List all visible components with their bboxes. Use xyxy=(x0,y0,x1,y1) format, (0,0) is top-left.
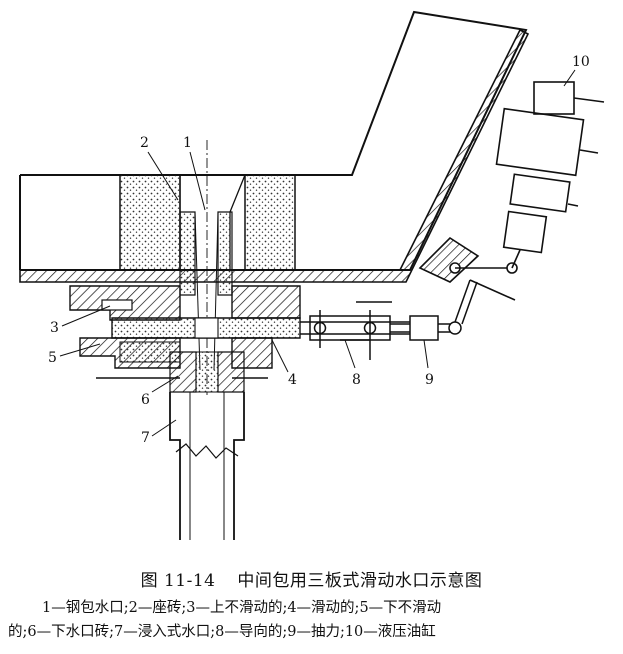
lower-nozzle-brick xyxy=(169,351,245,393)
tundish-bottom-plate xyxy=(19,28,530,283)
label-7: 7 xyxy=(141,430,150,446)
label-6: 6 xyxy=(141,392,150,408)
seat-brick xyxy=(119,174,296,271)
legend-line-1: 1—钢包水口;2—座砖;3—上不滑动的;4—滑动的;5—下不滑动 xyxy=(42,600,442,616)
legend-line-2: 的;6—下水口砖;7—浸入式水口;8—导向的;9—抽力;10—液压油缸 xyxy=(8,624,436,640)
label-1: 1 xyxy=(183,135,192,151)
label-5: 5 xyxy=(48,350,57,366)
lever-bracket xyxy=(418,236,518,301)
pull-rod xyxy=(390,279,478,341)
guide-assembly xyxy=(309,301,392,360)
figure-caption: 图 11-14 中间包用三板式滑动水口示意图 xyxy=(0,566,623,591)
sliding-plate xyxy=(111,317,430,339)
upper-stationary-plate xyxy=(69,285,301,321)
label-3: 3 xyxy=(50,320,59,336)
callouts xyxy=(59,69,576,437)
label-8: 8 xyxy=(352,372,361,388)
label-4: 4 xyxy=(288,372,297,388)
slide-gate-diagram: 1 2 3 4 5 6 7 8 9 10 xyxy=(19,10,605,540)
submerged-entry-nozzle xyxy=(169,392,245,540)
label-10: 10 xyxy=(572,54,590,70)
hydraulic-cylinder xyxy=(495,81,605,269)
lower-stationary-plate xyxy=(79,337,273,379)
label-2: 2 xyxy=(140,135,149,151)
label-9: 9 xyxy=(425,372,434,388)
figure-title: 中间包用三板式滑动水口示意图 xyxy=(237,571,483,591)
figure-number: 图 11-14 xyxy=(140,571,216,591)
